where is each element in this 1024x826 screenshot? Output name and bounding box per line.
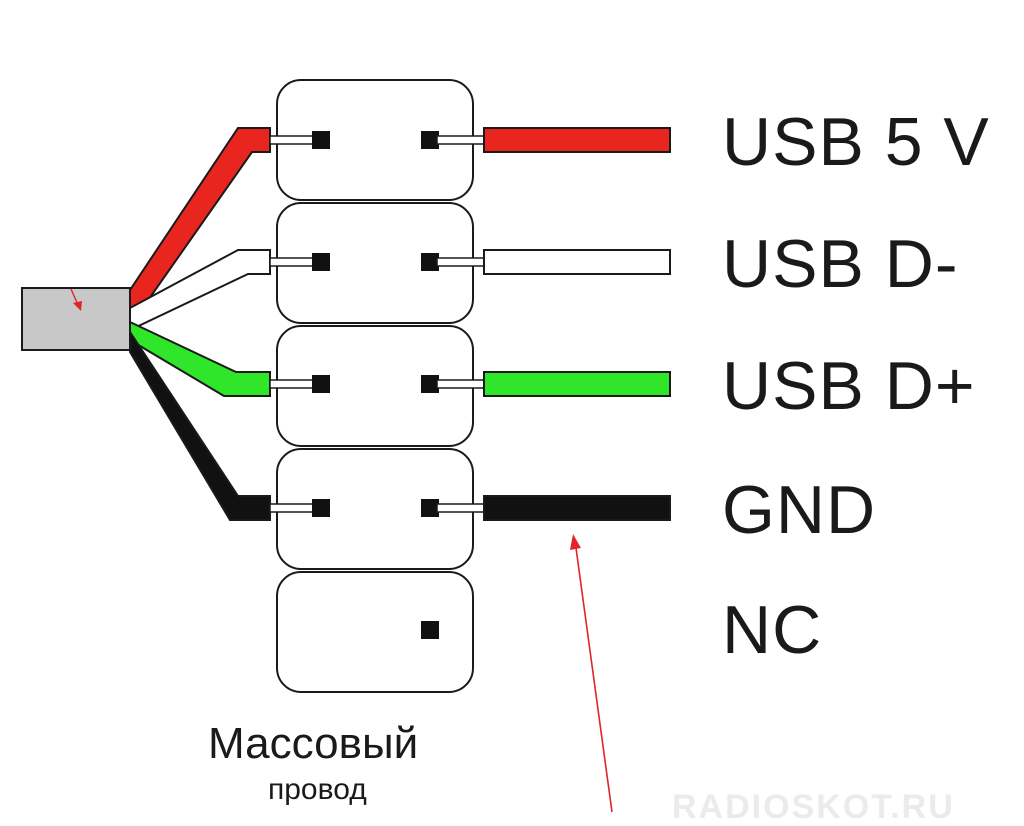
watermark: RADIOSKOT.RU [672, 788, 955, 826]
pin-label-usb-5v: USB 5 V [722, 104, 990, 180]
wire-white-right [483, 249, 671, 275]
annotation-arrow-large [570, 534, 613, 813]
nc-pin [421, 621, 439, 639]
wire-green-right [483, 371, 671, 397]
connector-housing [276, 79, 474, 693]
caption-sub: провод [268, 773, 367, 806]
cable-sleeve [21, 287, 131, 351]
pin-label-gnd: GND [722, 472, 877, 548]
wire-red-right [483, 127, 671, 153]
wire-black-left [129, 328, 271, 521]
caption-main: Массовый [208, 719, 419, 768]
pin-box-5 [276, 571, 474, 693]
left-pins [269, 131, 330, 517]
pin-label-nc: NC [722, 592, 823, 668]
pin-label-usb-d-plus: USB D+ [722, 348, 976, 424]
annotation-arrow-small [70, 288, 82, 311]
pin-label-usb-d-minus: USB D- [722, 226, 959, 302]
wire-black-right [483, 495, 671, 521]
